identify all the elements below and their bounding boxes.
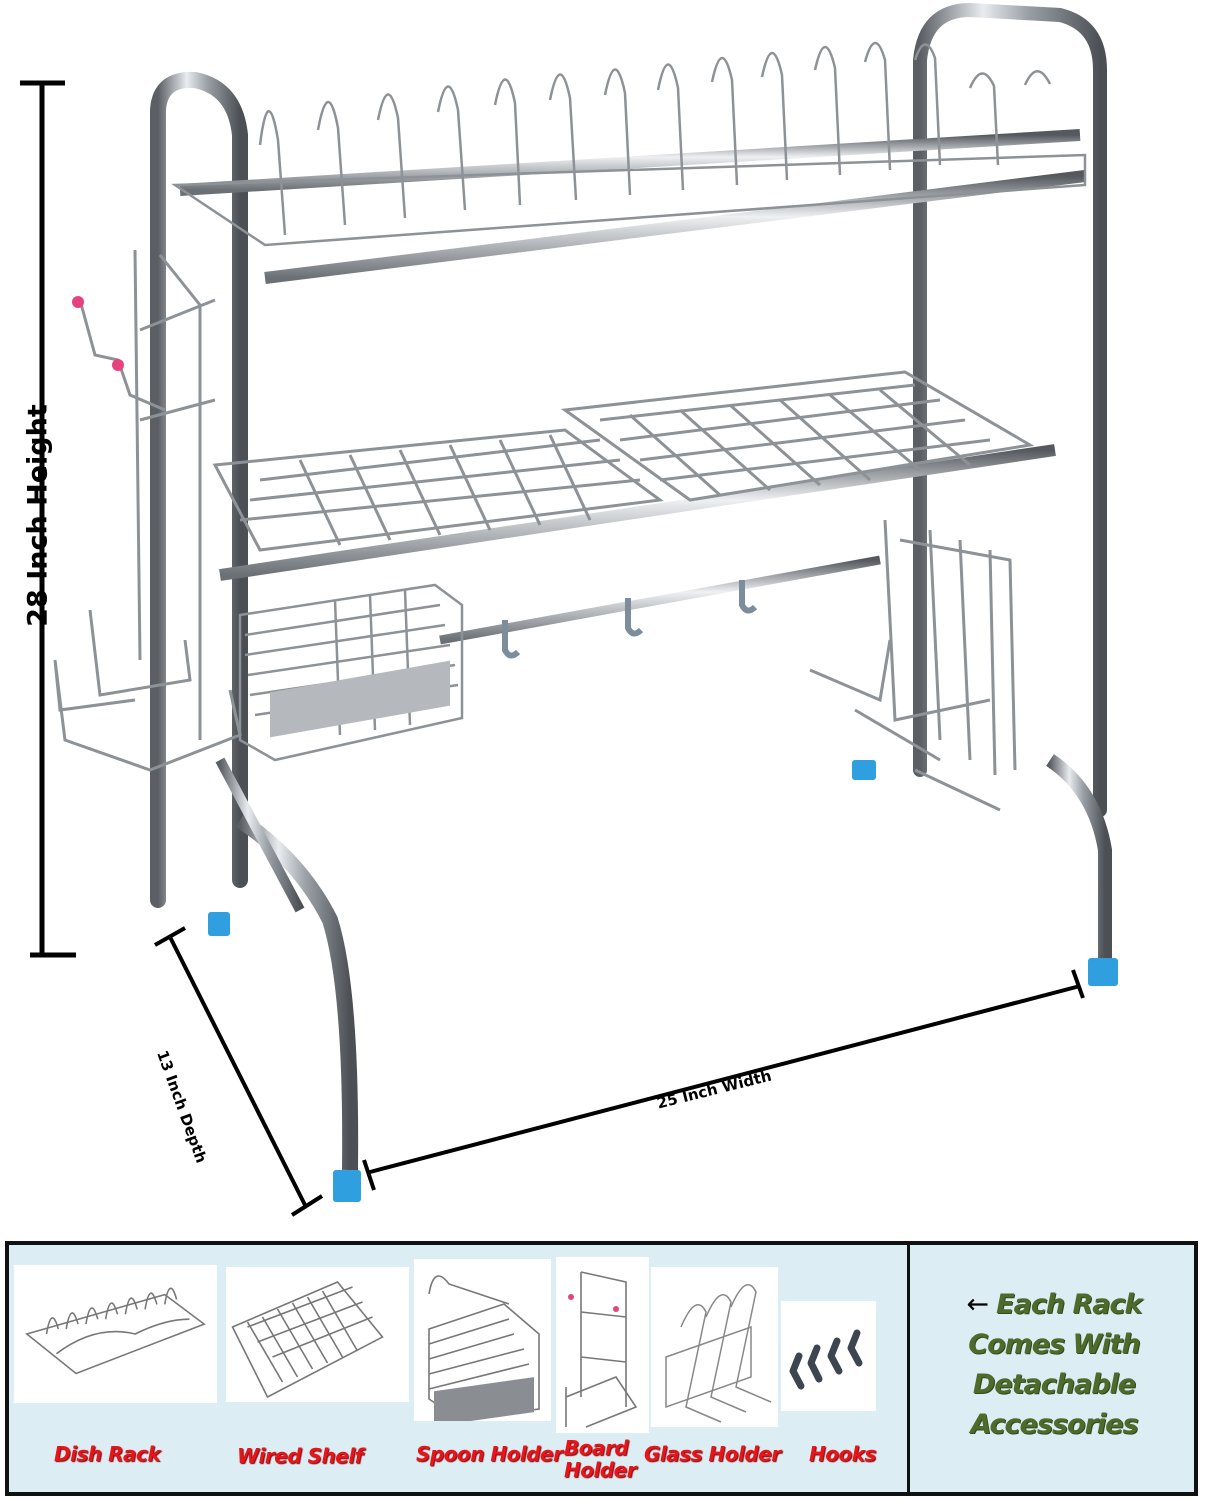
pink-tip-icon — [112, 359, 124, 371]
back-arch-frame — [913, 2, 1107, 817]
rubber-feet — [208, 760, 1118, 1202]
depth-dimension-line — [154, 926, 324, 1217]
top-dish-rack — [171, 41, 1087, 247]
dish-rack-icon — [14, 1265, 217, 1403]
hooks-icon — [781, 1301, 876, 1411]
accessory-label-hooks: Hooks — [809, 1442, 876, 1466]
spoon-holder-icon — [414, 1259, 551, 1421]
accessory-label-glass-holder: Glass Holder — [644, 1442, 781, 1466]
glass-holder — [809, 519, 1017, 812]
accessory-label-spoon-holder: Spoon Holder — [416, 1442, 563, 1466]
wired-shelf — [212, 370, 1035, 552]
accessory-label-board-holder: Board Holder — [564, 1436, 637, 1482]
board-holder — [53, 249, 242, 772]
pink-tip-icon — [72, 296, 84, 308]
glass-holder-icon — [651, 1267, 778, 1427]
hook-bar — [439, 555, 881, 659]
height-label: 28 Inch Height — [22, 404, 54, 627]
top-shelf-rail — [179, 129, 1086, 284]
accessory-label-dish-rack: Dish Rack — [54, 1442, 161, 1466]
accessory-label-wired-shelf: Wired Shelf — [237, 1444, 363, 1468]
wired-shelf-icon — [226, 1267, 409, 1402]
board-holder-icon — [556, 1257, 649, 1433]
spoon-holder-basket — [238, 583, 464, 762]
front-arch-frame — [150, 71, 248, 908]
detachable-accessories-note: ←Each Rack Comes With Detachable Accesso… — [966, 1289, 1143, 1440]
left-arrow-icon: ← — [966, 1289, 990, 1320]
product-photo: 28 Inch Height 13 Inch Depth 25 Inch Wid… — [20, 2, 1118, 1217]
width-dimension-line — [362, 969, 1085, 1191]
rack-illustration — [20, 2, 1118, 1217]
accessories-panel: Dish Rack Wired Shelf Spoon Holder Board… — [5, 1241, 1198, 1496]
middle-shelf-rail — [219, 444, 1056, 581]
panel-divider — [907, 1245, 910, 1492]
height-dimension-line — [20, 80, 76, 958]
